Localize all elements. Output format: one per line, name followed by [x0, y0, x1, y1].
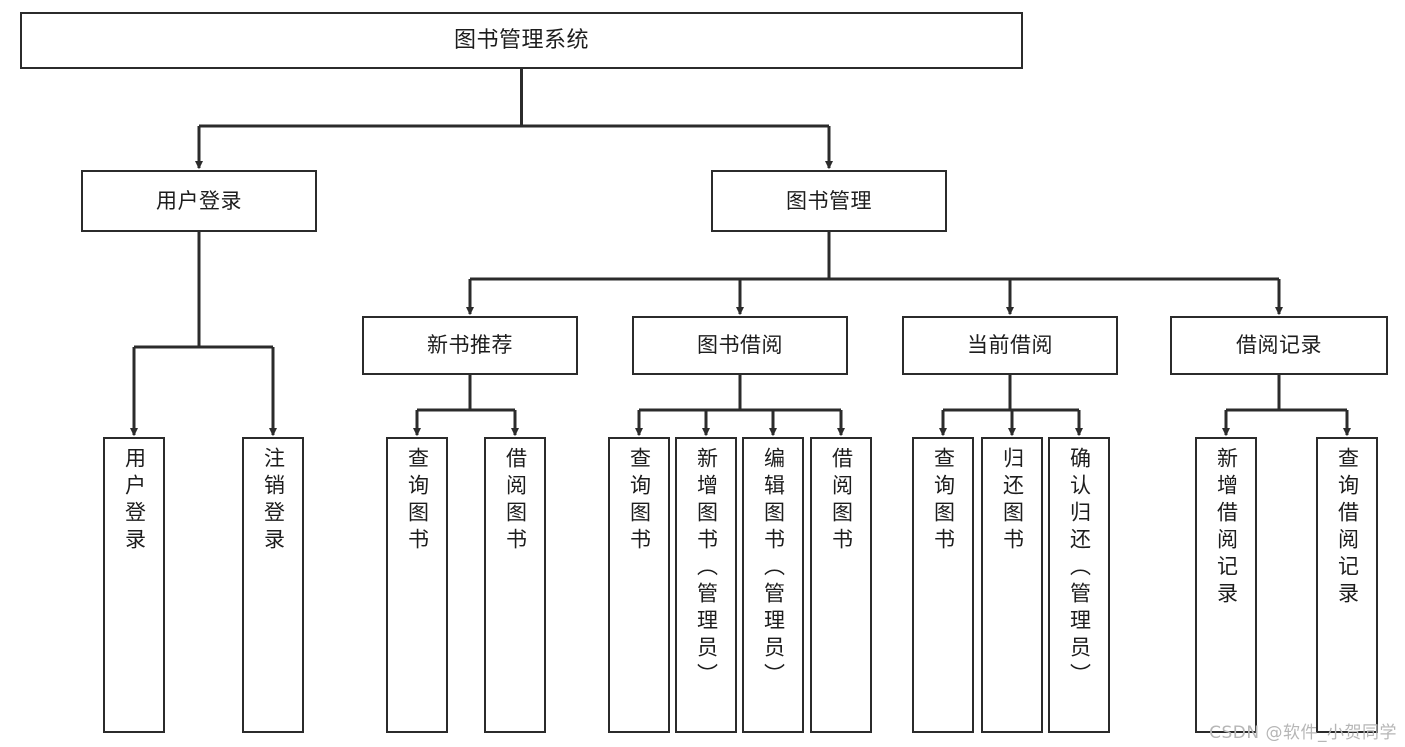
node-book-borrow[interactable]: 图书借阅 [632, 316, 848, 375]
node-leaf-add-record[interactable]: 新增借阅记录 [1195, 437, 1257, 733]
node-label: 查询图书 [627, 447, 652, 555]
node-root[interactable]: 图书管理系统 [20, 12, 1023, 69]
node-label: 图书管理 [786, 188, 872, 213]
node-label: 注销登录 [261, 447, 286, 555]
node-label: 新书推荐 [427, 333, 513, 358]
node-leaf-query-book-1[interactable]: 查询图书 [386, 437, 448, 733]
node-label: 查询图书 [931, 447, 956, 555]
node-label: 用户登录 [122, 447, 147, 555]
node-label: 借阅记录 [1236, 333, 1322, 358]
node-new-book-rec[interactable]: 新书推荐 [362, 316, 578, 375]
node-label: 归还图书 [1000, 447, 1025, 555]
node-leaf-confirm-return[interactable]: 确认归还（管理员） [1048, 437, 1110, 733]
node-label: 查询借阅记录 [1335, 447, 1360, 609]
node-label: 确认归还（管理员） [1067, 447, 1092, 690]
node-label: 新增图书（管理员） [694, 447, 719, 690]
node-leaf-borrow-book-2[interactable]: 借阅图书 [810, 437, 872, 733]
watermark-text: CSDN @软件_小贺同学 [1209, 723, 1397, 743]
node-leaf-query-record[interactable]: 查询借阅记录 [1316, 437, 1378, 733]
node-label: 查询图书 [405, 447, 430, 555]
node-leaf-return-book[interactable]: 归还图书 [981, 437, 1043, 733]
node-label: 当前借阅 [967, 333, 1053, 358]
node-leaf-add-book[interactable]: 新增图书（管理员） [675, 437, 737, 733]
node-leaf-query-book-2[interactable]: 查询图书 [608, 437, 670, 733]
node-label: 新增借阅记录 [1214, 447, 1239, 609]
node-current-borrow[interactable]: 当前借阅 [902, 316, 1118, 375]
node-book-manage[interactable]: 图书管理 [711, 170, 947, 232]
node-leaf-user-login[interactable]: 用户登录 [103, 437, 165, 733]
node-leaf-query-book-3[interactable]: 查询图书 [912, 437, 974, 733]
node-borrow-record[interactable]: 借阅记录 [1170, 316, 1388, 375]
node-label: 借阅图书 [829, 447, 854, 555]
node-user-login[interactable]: 用户登录 [81, 170, 317, 232]
node-label: 图书借阅 [697, 333, 783, 358]
node-label: 编辑图书（管理员） [761, 447, 786, 690]
node-leaf-borrow-book-1[interactable]: 借阅图书 [484, 437, 546, 733]
node-label: 借阅图书 [503, 447, 528, 555]
node-label: 图书管理系统 [453, 27, 589, 53]
node-leaf-user-logout[interactable]: 注销登录 [242, 437, 304, 733]
node-label: 用户登录 [156, 188, 242, 213]
node-leaf-edit-book[interactable]: 编辑图书（管理员） [742, 437, 804, 733]
